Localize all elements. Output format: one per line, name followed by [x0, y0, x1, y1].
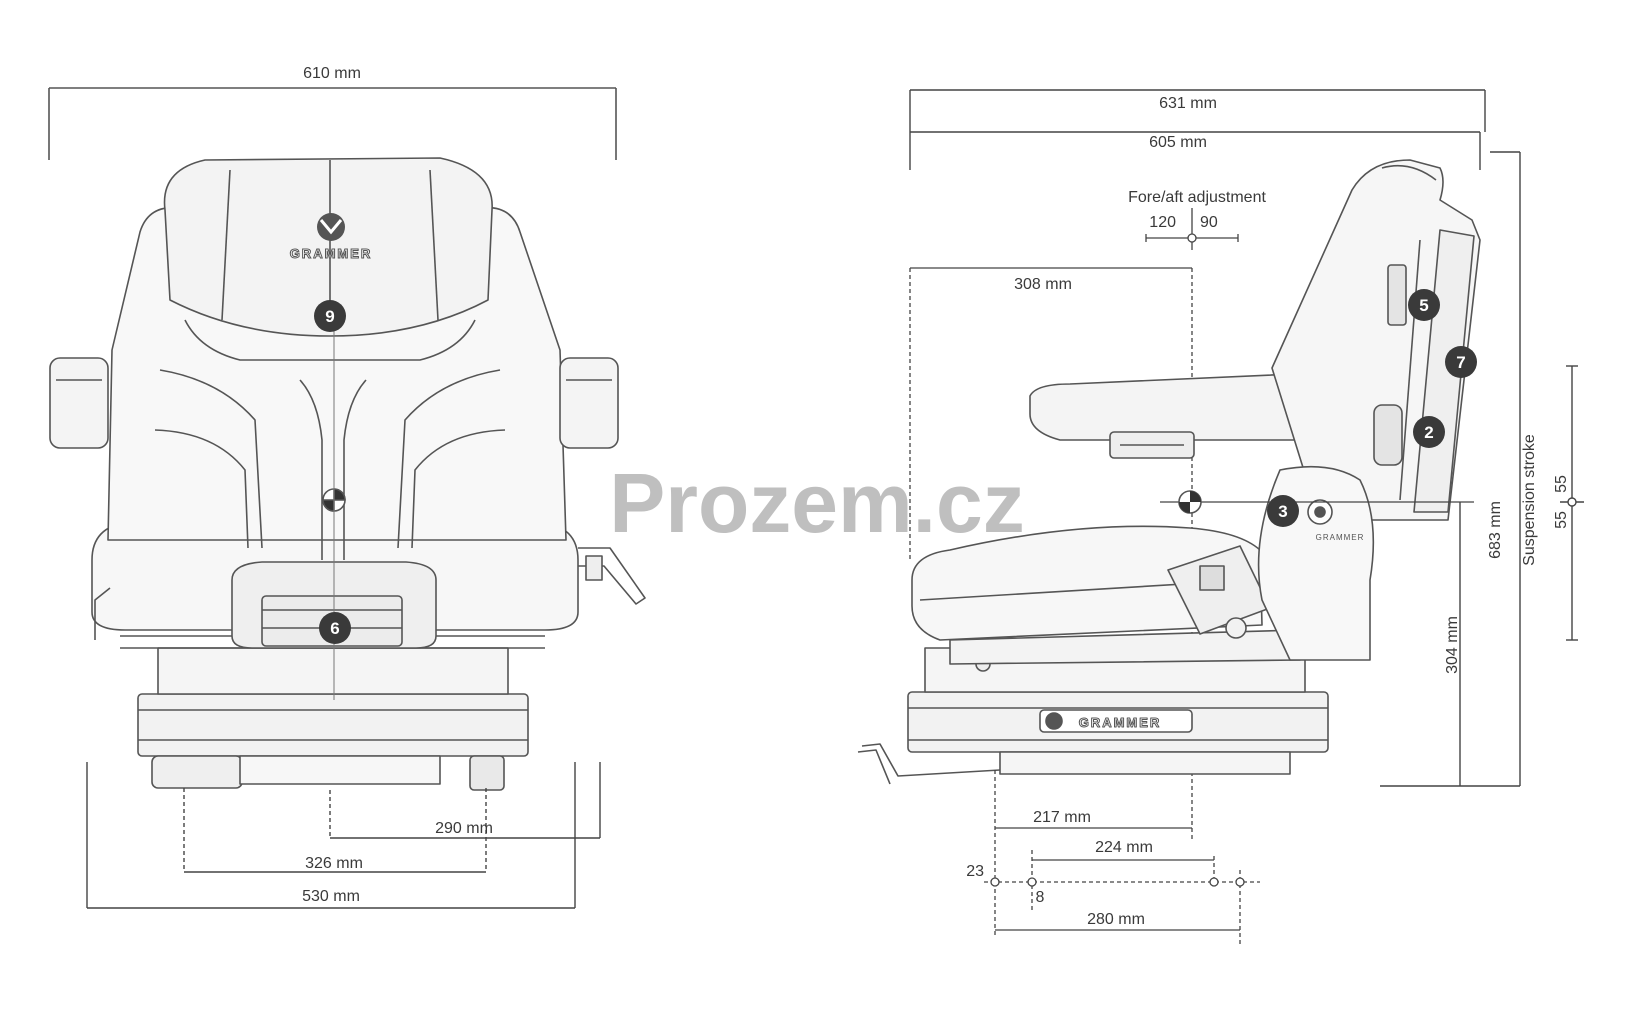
- grammer-side-text: GRAMMER: [1079, 715, 1162, 730]
- dim-326: 326 mm: [305, 855, 363, 872]
- side-top-dimensions: [909, 89, 1486, 170]
- badge-7: 7: [1445, 346, 1477, 378]
- suspension-stroke-label: Suspension stroke: [1521, 434, 1538, 566]
- side-center-marker: [1160, 490, 1474, 514]
- badge-3: 3: [1267, 495, 1299, 527]
- stroke-down-value: 55: [1553, 511, 1570, 529]
- badge-7-label: 7: [1456, 353, 1465, 372]
- badge-2-label: 2: [1424, 423, 1433, 442]
- badge-5-label: 5: [1419, 296, 1428, 315]
- dim-217: 217 mm: [1033, 809, 1091, 826]
- dim-304: 304 mm: [1444, 616, 1461, 674]
- dim-530: 530 mm: [302, 888, 360, 905]
- badge-3-label: 3: [1278, 502, 1287, 521]
- fore-aft-marker: [1145, 208, 1239, 250]
- front-width-dimension: [48, 87, 617, 160]
- front-view: [48, 87, 646, 909]
- grammer-logo-text: GRAMMER: [290, 246, 373, 261]
- side-control-box: [1167, 545, 1271, 639]
- front-backrest: [107, 157, 567, 560]
- front-side-levers: [94, 547, 646, 640]
- fore-value: 120: [1149, 214, 1176, 231]
- side-bottom-dimensions: [984, 770, 1260, 944]
- dim-308: 308 mm: [1014, 276, 1072, 293]
- dim-8: 8: [1036, 889, 1045, 906]
- dim-631: 631 mm: [1159, 95, 1217, 112]
- front-bottom-dimensions: [86, 762, 601, 909]
- front-armrests: [49, 357, 619, 449]
- dim-605: 605 mm: [1149, 134, 1207, 151]
- stroke-up-value: 55: [1553, 475, 1570, 493]
- aft-value: 90: [1200, 214, 1218, 231]
- dim-683: 683 mm: [1487, 501, 1504, 559]
- grammer-pivot-text: GRAMMER: [1316, 533, 1365, 542]
- badge-6: 6: [319, 612, 351, 644]
- badge-2: 2: [1413, 416, 1445, 448]
- dim-280: 280 mm: [1087, 911, 1145, 928]
- side-seat-cushion: [911, 525, 1301, 665]
- badge-9: 9: [314, 300, 346, 332]
- watermark: Prozem.cz: [609, 456, 1025, 550]
- fore-aft-label: Fore/aft adjustment: [1128, 189, 1266, 206]
- side-pivot: [1257, 465, 1375, 661]
- badge-6-label: 6: [330, 619, 339, 638]
- side-backrest: [1271, 159, 1481, 521]
- dim-290: 290 mm: [435, 820, 493, 837]
- dim-610: 610 mm: [303, 65, 361, 82]
- badge-5: 5: [1408, 289, 1440, 321]
- side-view: GRAMMER: [857, 89, 1584, 944]
- grammer-logo-side: GRAMMER: [1039, 709, 1193, 733]
- grammer-logo-front: GRAMMER: [289, 213, 373, 262]
- dim-23: 23: [966, 863, 984, 880]
- side-height-dimensions: [1380, 151, 1584, 787]
- badge-9-label: 9: [325, 307, 334, 326]
- front-base: [120, 635, 545, 791]
- dim-224: 224 mm: [1095, 839, 1153, 856]
